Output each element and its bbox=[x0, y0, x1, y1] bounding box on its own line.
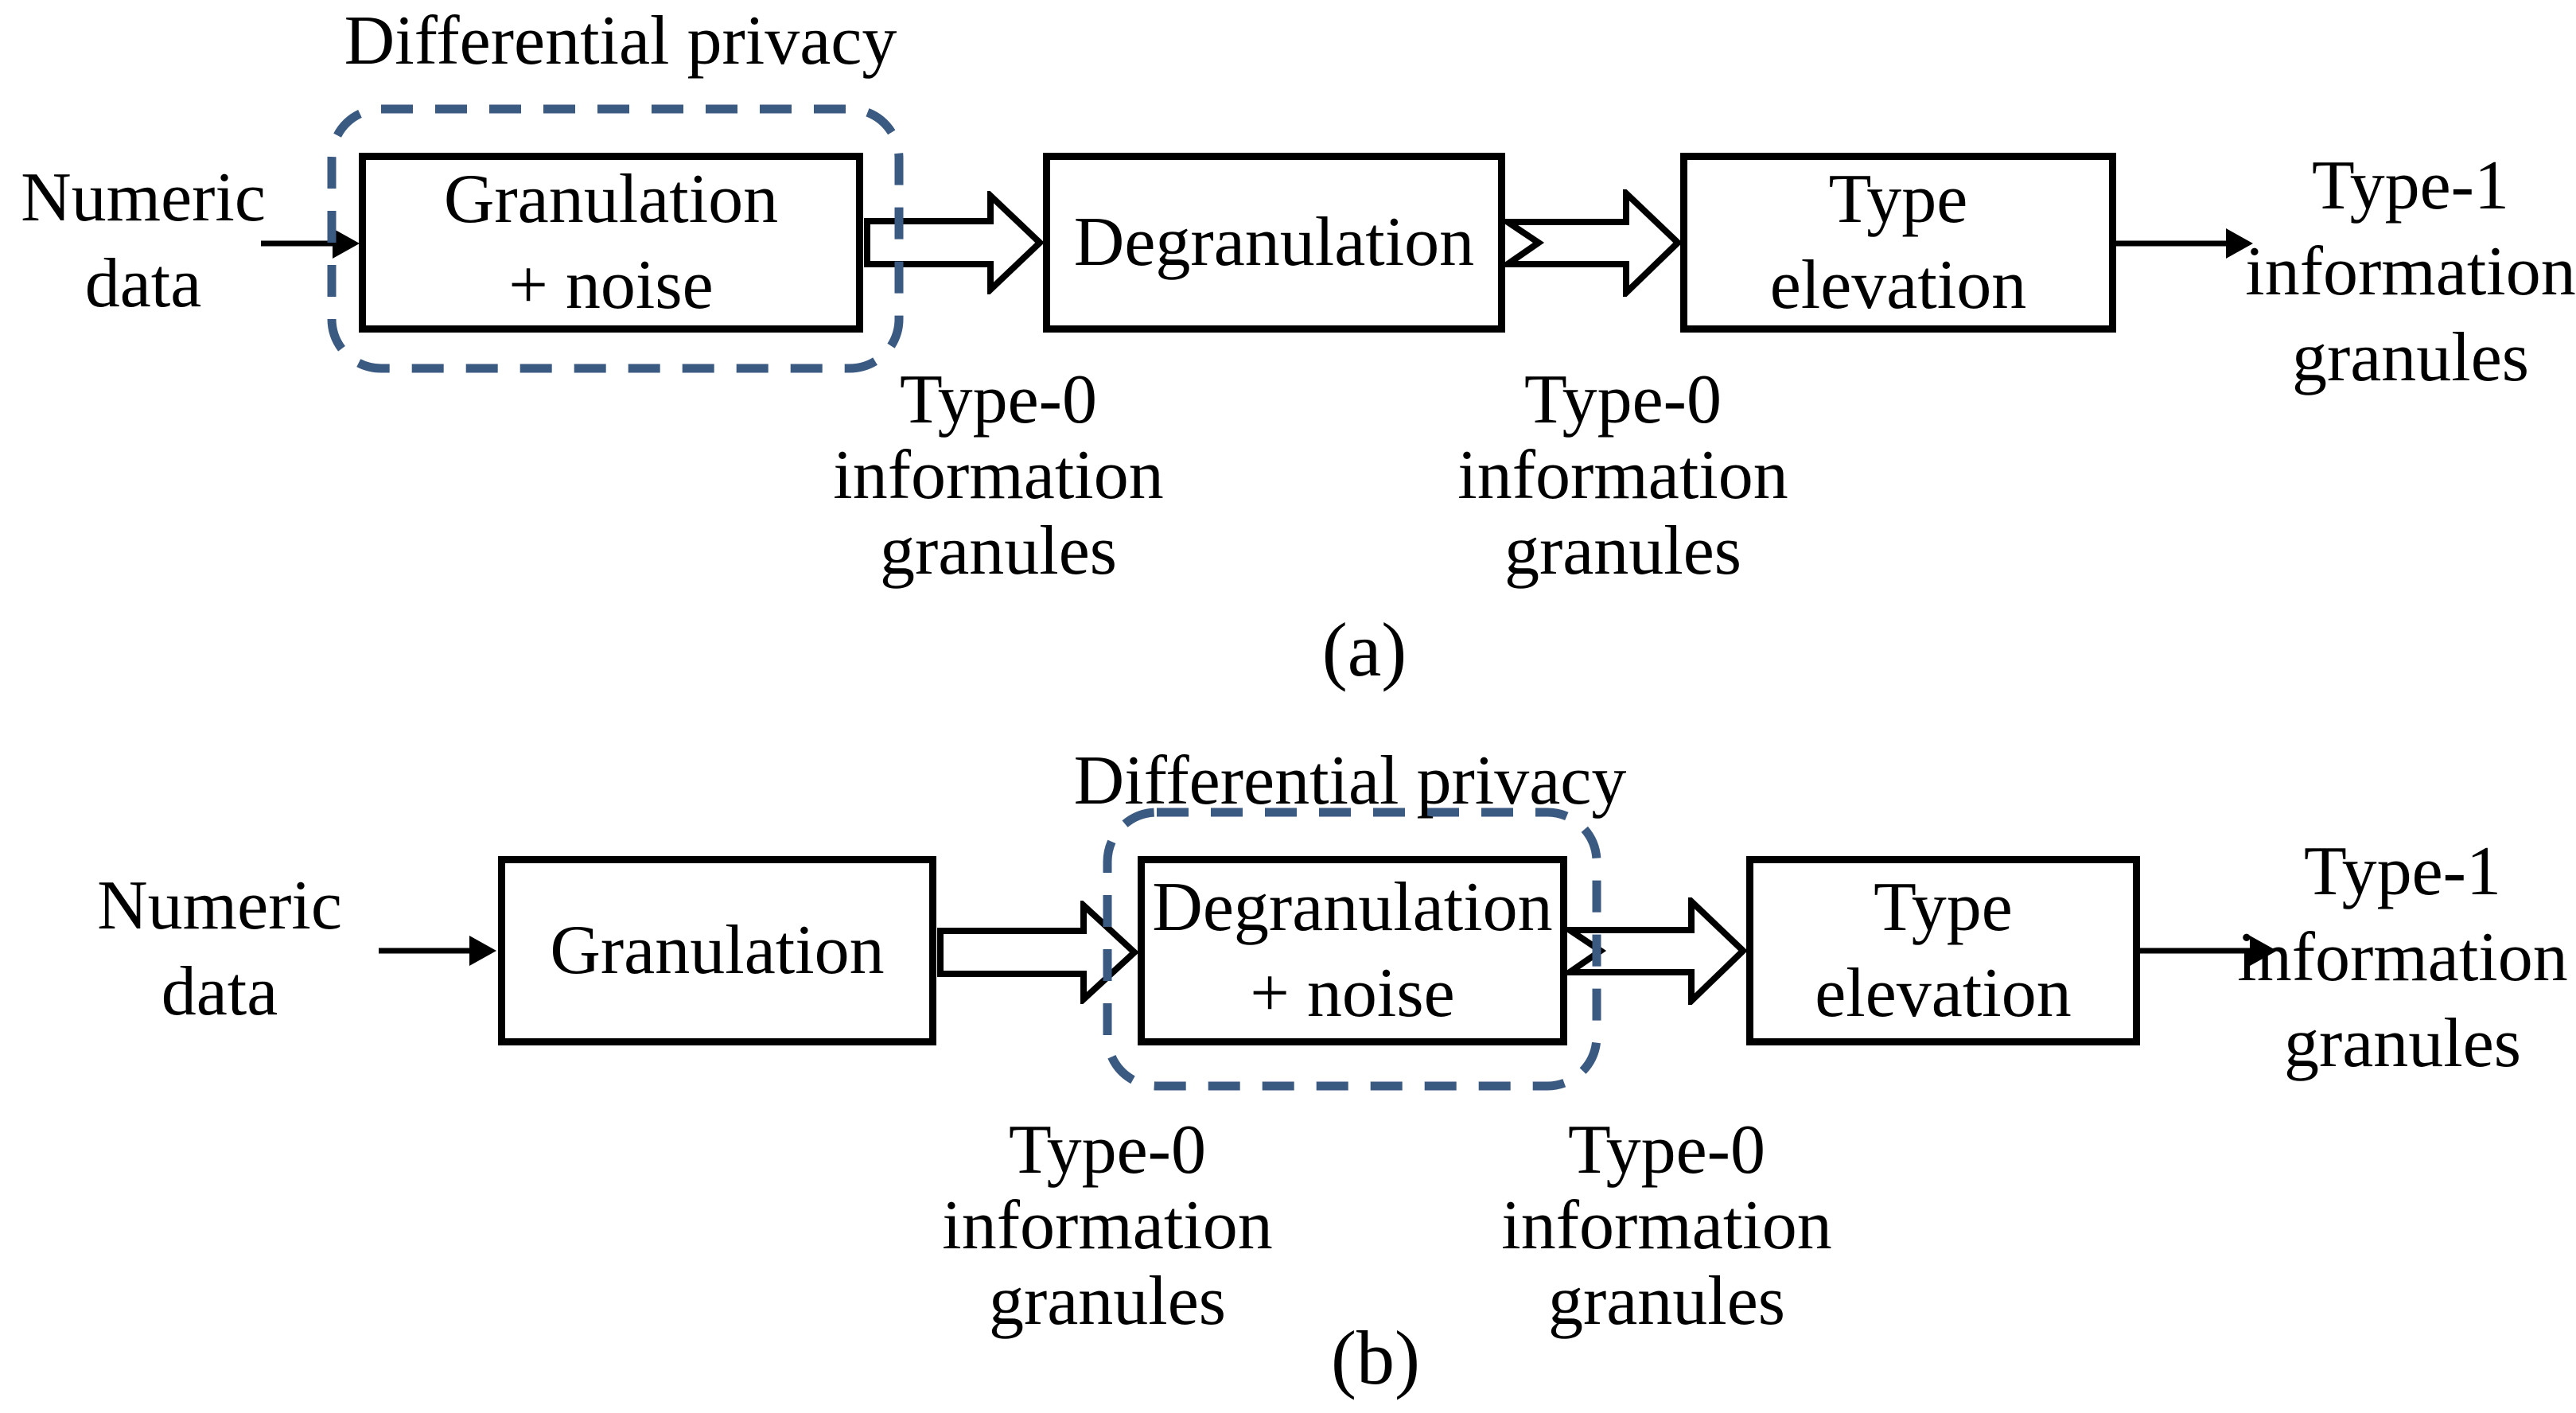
type-elevation-box: Type elevation bbox=[1680, 153, 2116, 333]
differential-privacy-label: Differential privacy bbox=[1073, 742, 1627, 819]
differential-privacy-label: Differential privacy bbox=[344, 2, 897, 80]
block-arrow-chevron-icon bbox=[1505, 189, 1681, 297]
type0-granules-label: Type-0 information granules bbox=[833, 361, 1164, 590]
type-elevation-box: Type elevation bbox=[1746, 856, 2140, 1045]
granulation-noise-box: Granulation + noise bbox=[359, 153, 863, 333]
caption-b: (b) bbox=[1331, 1315, 1420, 1400]
numeric-data-label: Numeric data bbox=[21, 159, 266, 322]
type0-granules-label: Type-0 information granules bbox=[942, 1111, 1273, 1340]
input-arrow-icon bbox=[379, 936, 496, 966]
differential-privacy-boundary-icon bbox=[1103, 808, 1601, 1091]
type1-granules-label: Type-1 information granules bbox=[2245, 147, 2576, 396]
degranulation-box: Degranulation bbox=[1043, 153, 1505, 333]
differential-privacy-boundary-icon bbox=[327, 104, 904, 373]
input-arrow-icon bbox=[261, 228, 360, 259]
output-arrow-icon bbox=[2140, 936, 2277, 966]
degranulation-noise-box: Degranulation + noise bbox=[1138, 856, 1567, 1045]
numeric-data-label: Numeric data bbox=[97, 867, 342, 1030]
type1-granules-label: Type-1 information granules bbox=[2237, 833, 2568, 1082]
output-arrow-icon bbox=[2116, 228, 2253, 259]
block-arrow-chevron-icon bbox=[1567, 897, 1746, 1005]
type0-granules-label: Type-0 information granules bbox=[1501, 1111, 1832, 1340]
type0-granules-label: Type-0 information granules bbox=[1457, 361, 1788, 590]
caption-a: (a) bbox=[1321, 607, 1407, 692]
granulation-box: Granulation bbox=[498, 856, 936, 1045]
block-arrow-icon bbox=[864, 191, 1043, 294]
